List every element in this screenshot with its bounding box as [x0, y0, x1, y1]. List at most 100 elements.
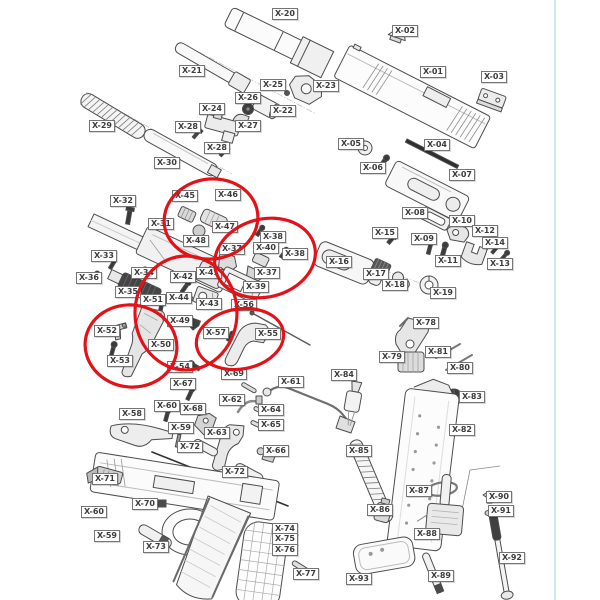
- part-label-x-28-12: X-28: [175, 121, 201, 133]
- part-label-x-44-49: X-44: [166, 292, 192, 304]
- part-label-x-12-26: X-12: [472, 225, 498, 237]
- part-label-x-85-80: X-85: [346, 445, 372, 457]
- pin-drawing: [241, 382, 257, 394]
- part-label-x-89-97: X-89: [428, 570, 454, 582]
- part-label-x-34-40: X-34: [131, 267, 157, 279]
- part-label-x-58-73: X-58: [119, 408, 145, 420]
- part-label-x-25-5: X-25: [260, 79, 286, 91]
- part-label-x-08-22: X-08: [402, 207, 428, 219]
- part-label-x-63-77: X-63: [204, 427, 230, 439]
- bracket-part-drawing: [204, 111, 241, 144]
- part-label-x-40-32: X-40: [253, 242, 279, 254]
- part-label-x-36-44: X-36: [76, 272, 102, 284]
- part-label-x-92-95: X-92: [499, 552, 525, 564]
- blowback-housing-drawing: [385, 160, 470, 222]
- part-label-x-45-20: X-45: [172, 190, 198, 202]
- part-label-x-80-63: X-80: [447, 362, 473, 374]
- spring-rod-drawing: [404, 138, 460, 169]
- part-label-x-35-47: X-35: [115, 286, 141, 298]
- part-label-x-57-56: X-57: [203, 327, 229, 339]
- part-label-x-01-3: X-01: [420, 66, 446, 78]
- part-label-x-26-7: X-26: [235, 92, 261, 104]
- pin-drawing: [174, 433, 182, 448]
- part-label-x-87-83: X-87: [406, 485, 432, 497]
- part-label-x-14-31: X-14: [482, 237, 508, 249]
- part-label-x-88-90: X-88: [414, 528, 440, 540]
- part-label-x-59-75: X-59: [168, 422, 194, 434]
- part-label-x-28-15: X-28: [204, 142, 230, 154]
- part-label-x-10-23: X-10: [449, 215, 475, 227]
- part-label-x-18-45: X-18: [382, 279, 408, 291]
- part-label-x-52-55: X-52: [94, 325, 120, 337]
- part-label-x-93-98: X-93: [346, 573, 372, 585]
- part-label-x-30-16: X-30: [154, 157, 180, 169]
- part-label-x-60-88: X-60: [81, 506, 107, 518]
- part-label-x-71-82: X-71: [92, 473, 118, 485]
- slide-drawing: [334, 43, 491, 149]
- part-label-x-82-76: X-82: [449, 424, 475, 436]
- outer-barrel-drawing: [224, 7, 335, 79]
- part-label-x-29-10: X-29: [89, 120, 115, 132]
- part-label-x-37-39: X-37: [254, 267, 280, 279]
- part-label-x-39-46: X-39: [243, 281, 269, 293]
- part-label-x-48-30: X-48: [183, 235, 209, 247]
- part-label-x-41-41: X-41: [196, 267, 222, 279]
- part-label-x-07-18: X-07: [449, 169, 475, 181]
- part-label-x-03-4: X-03: [481, 71, 507, 83]
- part-label-x-38-34: X-38: [282, 248, 308, 260]
- part-label-x-24-8: X-24: [199, 103, 225, 115]
- part-label-x-65-74: X-65: [258, 419, 284, 431]
- part-label-x-77-96: X-77: [293, 568, 319, 580]
- part-label-x-27-11: X-27: [235, 120, 261, 132]
- screw-drawing: [284, 90, 290, 96]
- part-label-x-64-72: X-64: [258, 404, 284, 416]
- part-label-x-51-50: X-51: [140, 294, 166, 306]
- part-label-x-32-21: X-32: [110, 195, 136, 207]
- part-label-x-70-85: X-70: [132, 498, 158, 510]
- part-label-x-62-69: X-62: [219, 394, 245, 406]
- part-label-x-50-58: X-50: [148, 339, 174, 351]
- part-label-x-78-54: X-78: [413, 317, 439, 329]
- valve-block-drawing: [416, 473, 465, 537]
- part-label-x-81-59: X-81: [425, 346, 451, 358]
- part-label-x-37-33: X-37: [219, 243, 245, 255]
- part-label-x-09-29: X-09: [411, 233, 437, 245]
- part-label-x-91-87: X-91: [488, 505, 514, 517]
- part-label-x-23-6: X-23: [313, 80, 339, 92]
- part-label-x-66-79: X-66: [263, 445, 289, 457]
- part-label-x-20-0: X-20: [272, 8, 298, 20]
- part-label-x-60-70: X-60: [154, 400, 180, 412]
- part-label-x-42-43: X-42: [170, 271, 196, 283]
- part-label-x-55-57: X-55: [255, 328, 281, 340]
- part-label-x-04-14: X-04: [424, 139, 450, 151]
- part-label-x-67-67: X-67: [170, 378, 196, 390]
- gas-valve-drawing: [343, 380, 363, 426]
- part-label-x-83-68: X-83: [459, 391, 485, 403]
- part-label-x-76-94: X-76: [272, 544, 298, 556]
- part-label-x-73-93: X-73: [143, 541, 169, 553]
- part-label-x-79-60: X-79: [379, 351, 405, 363]
- part-label-x-43-51: X-43: [196, 298, 222, 310]
- block-part-drawing: [460, 241, 488, 266]
- part-label-x-02-1: X-02: [392, 25, 418, 37]
- part-label-x-13-38: X-13: [487, 258, 513, 270]
- part-label-x-46-19: X-46: [215, 189, 241, 201]
- part-label-x-86-86: X-86: [367, 504, 393, 516]
- trigger-bar-drawing: [262, 385, 356, 434]
- part-label-x-22-9: X-22: [270, 105, 296, 117]
- part-label-x-33-35: X-33: [91, 250, 117, 262]
- part-label-x-21-2: X-21: [179, 65, 205, 77]
- part-label-x-72-81: X-72: [222, 466, 248, 478]
- part-label-x-69-64: X-69: [221, 368, 247, 380]
- baseplate-drawing: [352, 536, 416, 575]
- part-label-x-31-24: X-31: [148, 218, 174, 230]
- part-label-x-11-36: X-11: [435, 255, 461, 267]
- screw-drawing: [125, 206, 135, 225]
- recoil-spring-drawing: [80, 93, 146, 139]
- rear-sight-drawing: [476, 88, 507, 113]
- part-label-x-05-13: X-05: [338, 138, 364, 150]
- part-label-x-16-37: X-16: [326, 256, 352, 268]
- slide-stop-drawing: [109, 423, 174, 447]
